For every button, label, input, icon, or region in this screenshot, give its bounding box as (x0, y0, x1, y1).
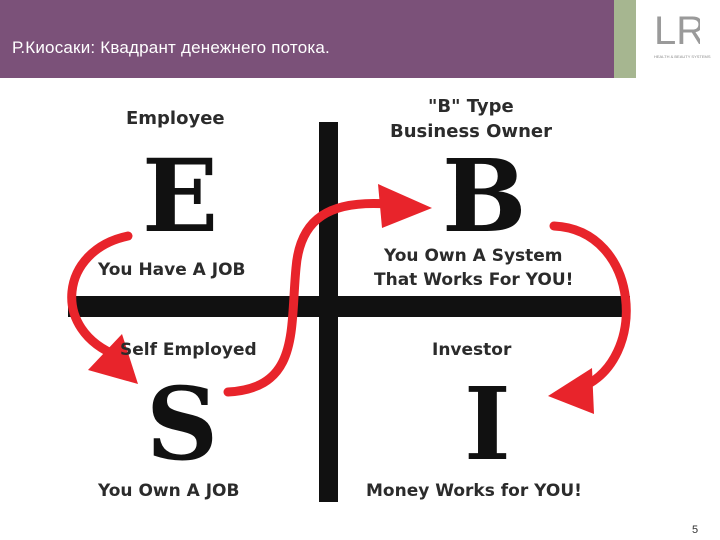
quadrant-b-caption-line1: You Own A System (384, 246, 563, 266)
slide-header: Р.Киосаки: Квадрант денежнего потока. (0, 0, 720, 78)
quadrant-s-letter: S (146, 365, 219, 483)
arrow-b-to-i-head (548, 368, 594, 414)
quadrant-b-caption-line2: That Works For YOU! (374, 270, 574, 290)
page-number: 5 (692, 524, 699, 536)
horizontal-axis (68, 296, 630, 317)
quadrant-b-letter: B (442, 137, 527, 255)
arrow-e-to-s-head (88, 334, 138, 384)
arrow-s-to-b-curve (223, 198, 393, 397)
quadrant-i-letter: I (464, 365, 511, 483)
logo-letters: LR (654, 9, 700, 52)
quadrant-e-letter: E (142, 137, 219, 255)
arrow-s-to-b-head (378, 184, 432, 228)
quadrant-e-caption: You Have A JOB (98, 260, 246, 280)
quadrant-s-title: Self Employed (120, 340, 257, 360)
logo-accent-strip (614, 0, 636, 78)
quadrant-s-caption: You Own A JOB (98, 481, 240, 501)
slide-title: Р.Киосаки: Квадрант денежнего потока. (12, 38, 330, 57)
quadrant-b-title-line1: "B" Type (428, 96, 514, 117)
quadrant-e-title: Employee (126, 108, 225, 129)
arrow-e-to-s-curve (67, 231, 133, 361)
quadrant-b-title-line2: Business Owner (390, 121, 552, 142)
quadrant-i-title: Investor (432, 340, 512, 360)
quadrant-i-caption: Money Works for YOU! (366, 481, 582, 501)
logo-tagline: HEALTH & BEAUTY SYSTEMS (654, 54, 711, 59)
arrow-b-to-i-curve (549, 221, 631, 393)
lr-logo-icon: LR (654, 9, 700, 52)
vertical-axis (319, 122, 338, 502)
logo-panel (636, 0, 720, 78)
